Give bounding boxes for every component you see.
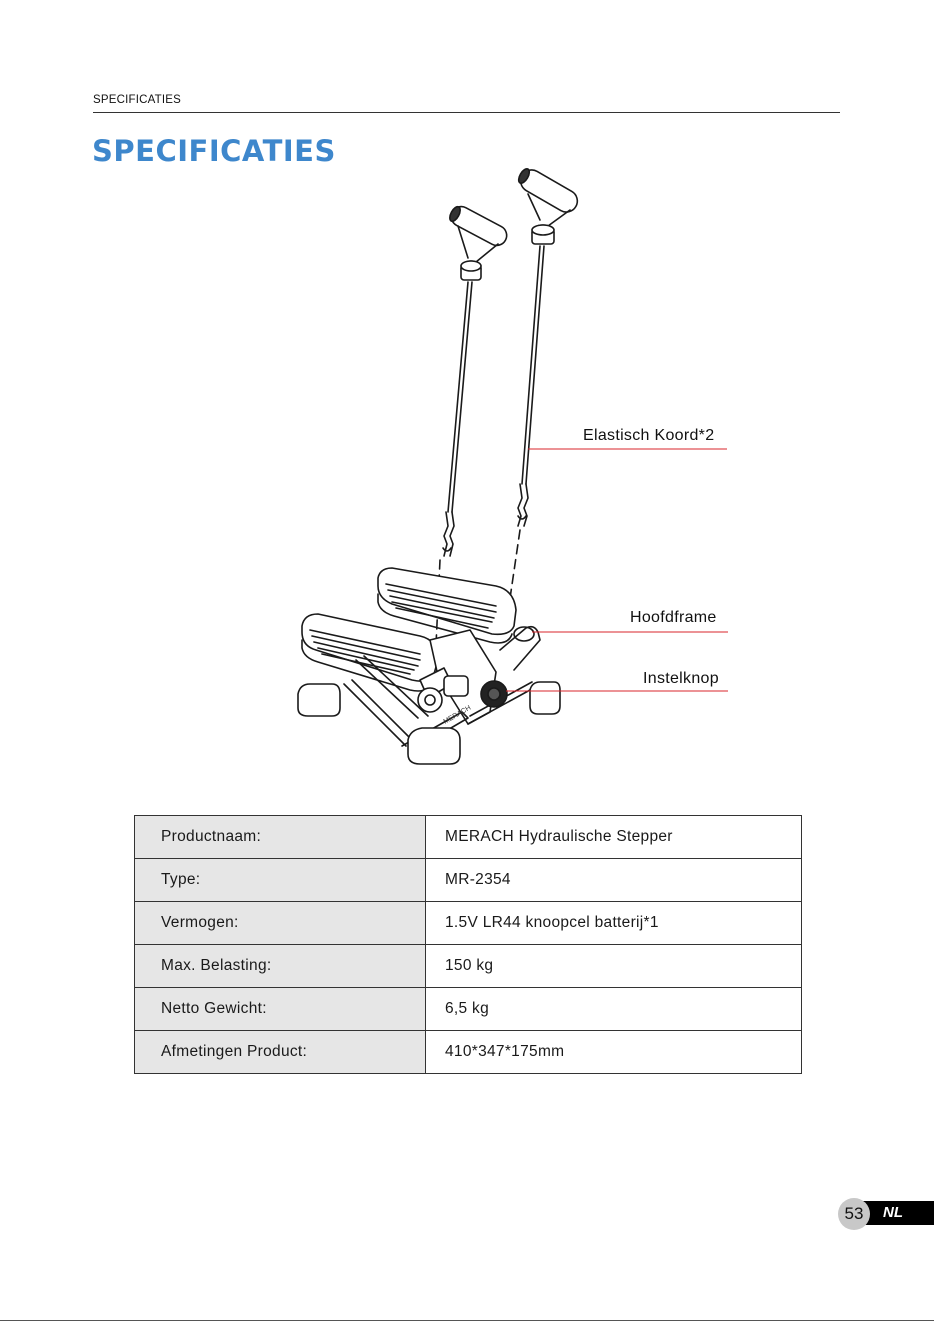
spec-key: Type: <box>135 859 426 902</box>
spec-key: Productnaam: <box>135 816 426 859</box>
stepper-illustration: MERACH <box>0 160 934 780</box>
table-row: Vermogen: 1.5V LR44 knoopcel batterij*1 <box>135 902 802 945</box>
running-header: SPECIFICATIES <box>93 94 181 106</box>
table-row: Netto Gewicht: 6,5 kg <box>135 988 802 1031</box>
spec-table: Productnaam: MERACH Hydraulische Stepper… <box>134 815 802 1074</box>
table-row: Type: MR-2354 <box>135 859 802 902</box>
callout-main-frame: Hoofdframe <box>630 609 717 627</box>
left-handle <box>448 203 510 280</box>
spec-value: 410*347*175mm <box>426 1031 802 1074</box>
footer-divider <box>0 1320 934 1321</box>
right-handle <box>517 166 582 244</box>
spec-value: 150 kg <box>426 945 802 988</box>
table-row: Afmetingen Product: 410*347*175mm <box>135 1031 802 1074</box>
spec-value: 1.5V LR44 knoopcel batterij*1 <box>426 902 802 945</box>
spec-key: Afmetingen Product: <box>135 1031 426 1074</box>
spec-key: Vermogen: <box>135 902 426 945</box>
table-row: Max. Belasting: 150 kg <box>135 945 802 988</box>
header-divider <box>93 112 840 113</box>
callout-adjust-knob: Instelknop <box>643 670 719 688</box>
page-number: 53 <box>838 1198 870 1230</box>
spec-key: Max. Belasting: <box>135 945 426 988</box>
front-pedal <box>302 614 438 691</box>
spec-value: 6,5 kg <box>426 988 802 1031</box>
adjustment-knob <box>481 681 507 707</box>
spec-value: MR-2354 <box>426 859 802 902</box>
right-cord <box>508 246 544 612</box>
callout-elastic-cord: Elastisch Koord*2 <box>583 427 714 445</box>
page-tab: 53 NL <box>838 1198 934 1232</box>
spec-value: MERACH Hydraulische Stepper <box>426 816 802 859</box>
spec-key: Netto Gewicht: <box>135 988 426 1031</box>
language-code: NL <box>883 1204 903 1221</box>
table-row: Productnaam: MERACH Hydraulische Stepper <box>135 816 802 859</box>
callout-leaders <box>506 449 728 691</box>
